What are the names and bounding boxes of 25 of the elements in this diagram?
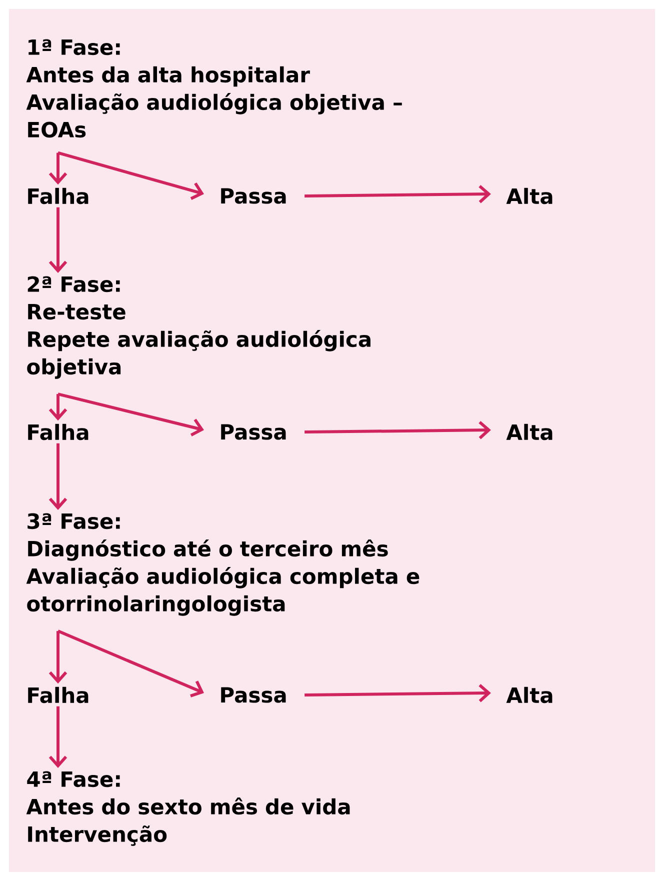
- arrow: [58, 392, 204, 436]
- arrow: [48, 631, 68, 684]
- outcome-text: Passa: [221, 687, 286, 703]
- outcome-text: Falha: [28, 686, 88, 704]
- outcome-text: Falha: [28, 424, 88, 440]
- arrow: [48, 706, 68, 768]
- outcome-text: Alta: [506, 188, 552, 204]
- outcome-text: Passa: [221, 424, 286, 440]
- outcome-text: Alta: [506, 424, 552, 440]
- phase-text: 2ª Fase: Re-teste Repete avaliação audiológica objetiva: [27, 276, 370, 379]
- arrow: [304, 421, 491, 440]
- phase-text: 3ª Fase: Diagnóstico até o terceiro mês Avaliação audiológica completa e otorrinolaringologista: [26, 513, 420, 616]
- outcome-text: Falha: [28, 188, 88, 204]
- arrow: [58, 151, 204, 200]
- arrow: [304, 684, 491, 702]
- arrow: [48, 152, 68, 185]
- phase-text: 1ª Fase: Antes da alta hospitalar Avaliação audiológica objetiva – EOAs: [26, 39, 402, 138]
- arrow: [48, 443, 68, 510]
- arrow: [57, 630, 204, 698]
- arrow: [48, 207, 68, 273]
- arrow: [48, 394, 68, 421]
- outcome-text: Passa: [221, 188, 286, 204]
- phase-text: 4ª Fase: Antes do sexto mês de vida Intervenção: [26, 771, 350, 846]
- arrow: [304, 185, 491, 204]
- outcome-text: Alta: [506, 686, 552, 704]
